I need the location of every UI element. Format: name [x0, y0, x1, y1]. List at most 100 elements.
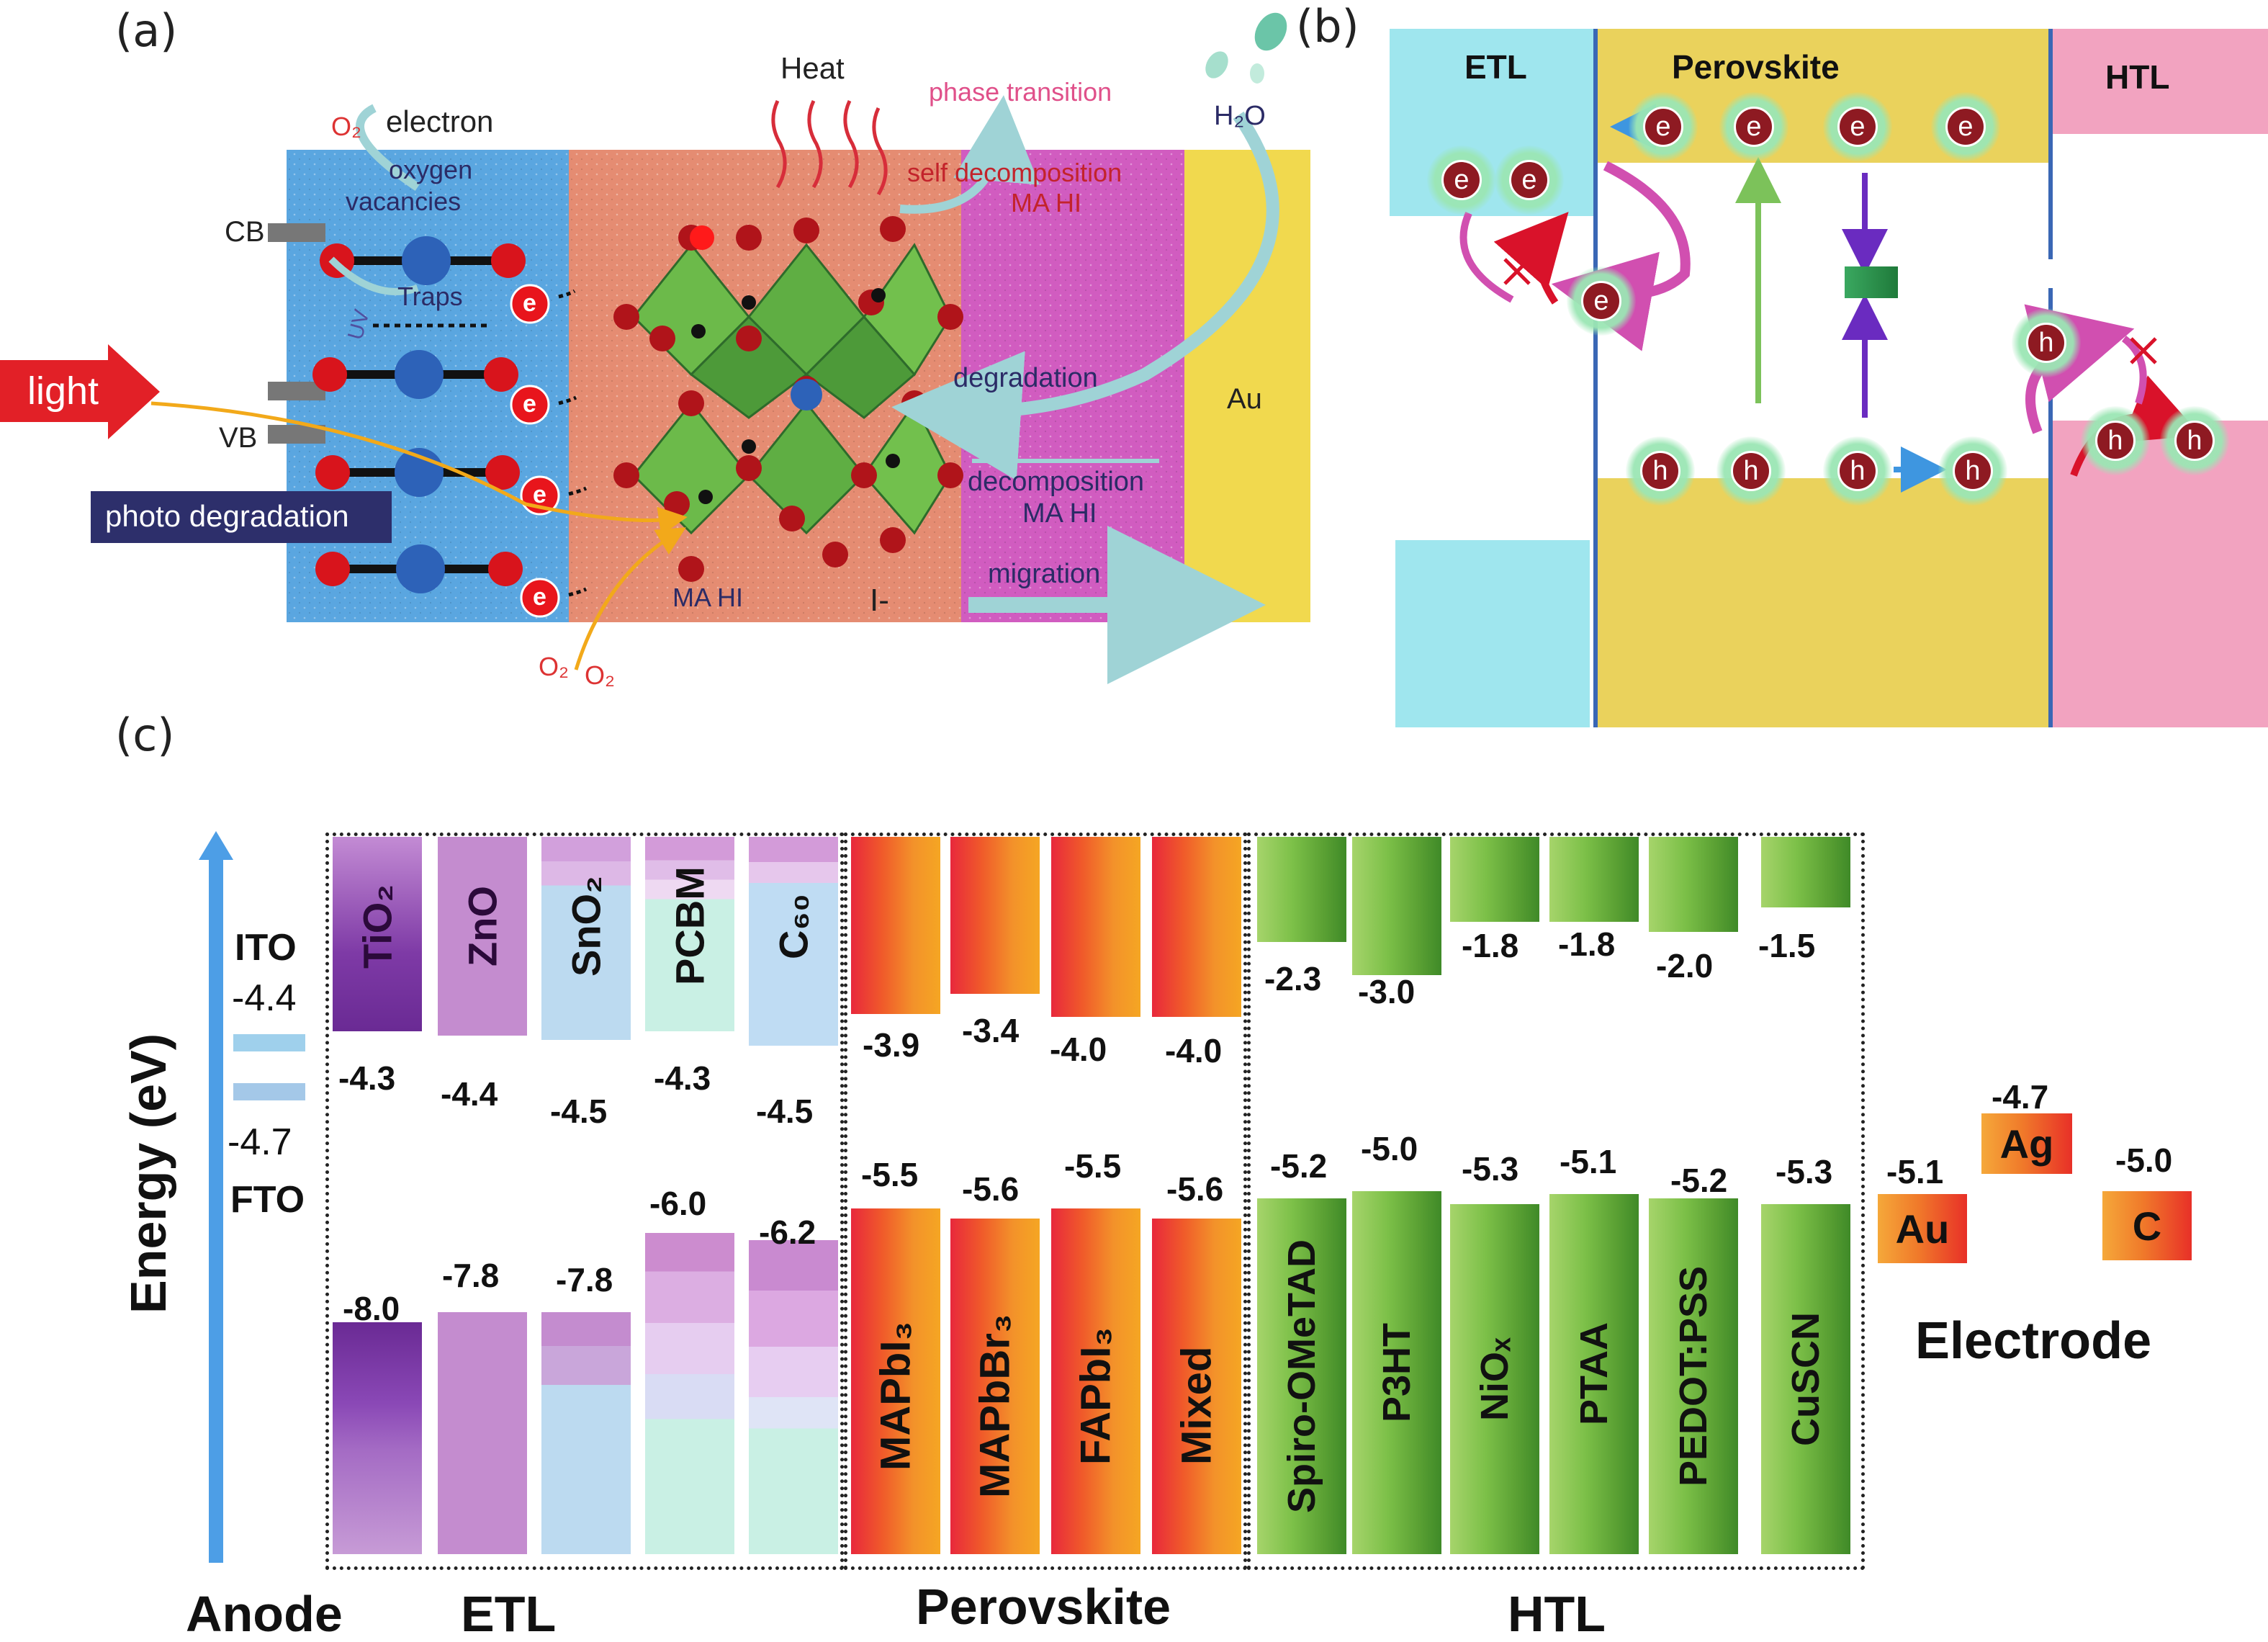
au-layer-label: Au: [1227, 383, 1262, 415]
perovskite-vb-bar-3: [1051, 1208, 1140, 1554]
perovskite-group-label: Perovskite: [916, 1579, 1171, 1635]
htl-homo-bar-5: [1649, 1198, 1738, 1554]
panel-c-label: (c): [115, 709, 175, 761]
energy-axis-label: Energy (eV): [120, 1033, 176, 1314]
carrier-circle: e: [1734, 107, 1774, 147]
etl-homo-bar-2: [438, 1312, 527, 1554]
perovskite-vb-value-1: -5.5: [861, 1156, 919, 1193]
htl-homo-value-1: -5.2: [1270, 1147, 1328, 1185]
perovskite-cb-bar-4: [1152, 837, 1241, 1017]
electron-1: e: [1427, 145, 1496, 215]
perovskite-name-1: MAPbI₃: [872, 1321, 919, 1471]
trap-state: [1845, 266, 1898, 298]
energy-axis-arrow: [199, 831, 233, 1563]
htl-homo-bar-2: [1352, 1191, 1441, 1554]
perovskite-vb-value-4: -5.6: [1166, 1170, 1224, 1208]
htl-homo-bar-6: [1761, 1204, 1850, 1554]
htl-lumo-bar-1: [1257, 837, 1346, 942]
etl-homo-bar-3: [541, 1312, 631, 1554]
electrode-name-2: Ag: [1999, 1121, 2054, 1167]
hole-13: h: [2081, 406, 2150, 475]
perovskite-group-box: [844, 833, 1247, 1570]
etl-homo-value-2: -7.8: [442, 1257, 500, 1294]
electrode-box-3: C: [2102, 1191, 2192, 1260]
ito-value: -4.4: [232, 977, 297, 1019]
oxide-chains: [312, 236, 526, 593]
fto-label: FTO: [230, 1179, 305, 1221]
perovskite-cb-bar-1: [851, 837, 940, 1014]
htl-name-1: Spiro-OMeTAD: [1280, 1239, 1323, 1513]
etl-homo-value-3: -7.8: [556, 1261, 613, 1298]
carrier-circle: h: [1731, 451, 1771, 491]
h2o-label: H₂O: [1214, 101, 1266, 131]
etl-lumo-bar-5: [749, 837, 838, 1046]
phase-transition-label: phase transition: [929, 77, 1112, 107]
etl-name-2: ZnO: [459, 886, 505, 966]
self-decomposition-label: self decomposition: [907, 158, 1122, 187]
etl-lumo-bar-1: [333, 837, 422, 1031]
carrier-circle: h: [2174, 421, 2215, 461]
light-arrow: [0, 344, 160, 439]
etl-heading: ETL: [1464, 48, 1527, 86]
etl-lumo-value-3: -4.5: [550, 1093, 608, 1130]
htl-lumo-bar-4: [1549, 837, 1639, 922]
electrode-value-3: -5.0: [2115, 1141, 2173, 1179]
electron-5: e: [1823, 92, 1892, 161]
ito-label: ITO: [235, 927, 297, 969]
heat-label: Heat: [780, 51, 845, 85]
electrode-box-2: Ag: [1981, 1113, 2072, 1174]
carrier-circle: e: [1509, 160, 1549, 200]
electrode-name-3: C: [2132, 1203, 2162, 1249]
htl-lumo-value-2: -3.0: [1358, 973, 1416, 1010]
htl-homo-bar-1: [1257, 1198, 1346, 1554]
htl-name-6: CuSCN: [1784, 1312, 1827, 1446]
carrier-circle: e: [1945, 107, 1986, 147]
iodide-label: I-: [870, 583, 889, 618]
ma-cation: [791, 379, 822, 410]
oxygen-vacancies-label-1: oxygen: [389, 155, 473, 184]
carrier-circle: h: [2026, 323, 2066, 363]
htl-vb-block: [2051, 421, 2268, 727]
ito-level: [233, 1034, 305, 1051]
traps-label: Traps: [397, 282, 463, 311]
electron-label: electron: [386, 104, 494, 138]
migration-label: migration: [988, 559, 1101, 589]
htl-homo-bar-4: [1549, 1194, 1639, 1554]
electron-7: e: [1567, 266, 1636, 336]
anode-group-label: Anode: [186, 1586, 343, 1642]
perovskite-octahedra: [631, 243, 952, 535]
htl-homo-value-5: -5.2: [1670, 1162, 1728, 1199]
perovskite-cb-bar-2: [950, 837, 1040, 994]
oxygen-vacancies-label-2: vacancies: [346, 187, 462, 216]
htl-group-box: [1247, 833, 1865, 1570]
htl-lumo-bar-6: [1761, 837, 1850, 907]
carrier-circle: e: [1441, 160, 1482, 200]
electron-4: e: [1719, 92, 1788, 161]
perovskite-vb-bar-4: [1152, 1219, 1241, 1554]
perovskite-cb-value-3: -4.0: [1050, 1031, 1107, 1068]
perovskite-name-2: MAPbBr₃: [971, 1314, 1019, 1498]
etl-lumo-value-5: -4.5: [756, 1093, 814, 1130]
etl-homo-value-1: -8.0: [343, 1290, 400, 1327]
o2-bottom-label-2: O₂: [585, 660, 615, 690]
etl-lumo-bar-4: [645, 837, 734, 1031]
perovskite-cb-value-4: -4.0: [1165, 1032, 1223, 1069]
electrode-value-2: -4.7: [1992, 1078, 2049, 1116]
hole-11: h: [1938, 436, 2007, 506]
electrode-value-1: -5.1: [1886, 1153, 1944, 1190]
decomposition-ma-hi-label: MA HI: [1022, 498, 1097, 529]
electron-2: e: [1495, 145, 1564, 215]
self-decomposition-ma-hi-label: MA HI: [1011, 188, 1082, 217]
htl-group-label: HTL: [1508, 1586, 1606, 1642]
htl-name-5: PEDOT:PSS: [1672, 1265, 1715, 1487]
perovskite-name-3: FAPbI₃: [1072, 1327, 1120, 1465]
carrier-circle: e: [1837, 107, 1878, 147]
perovskite-cb-value-1: -3.9: [863, 1026, 920, 1064]
o2-bottom-label-1: O₂: [539, 652, 569, 681]
etl-name-4: PCBM: [667, 866, 713, 986]
panel-a-diagram: [0, 12, 1310, 684]
ma-hi-label: MA HI: [672, 583, 744, 612]
carrier-circle: e: [1581, 281, 1621, 321]
hole-10: h: [1823, 436, 1892, 506]
